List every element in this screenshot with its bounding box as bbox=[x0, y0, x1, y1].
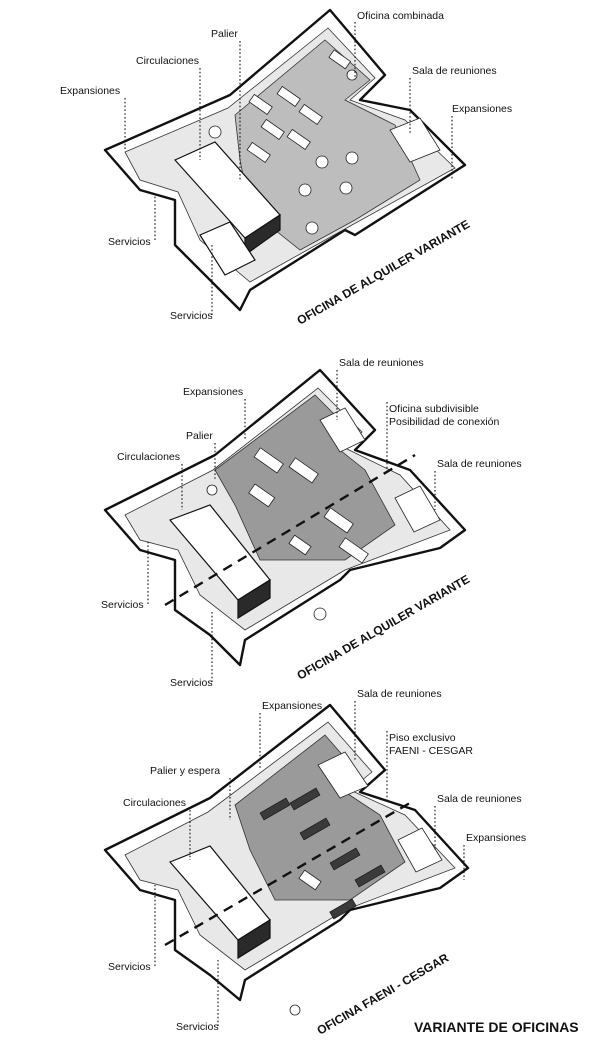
plan-3-core-side bbox=[237, 918, 271, 960]
plan-2-cut-line bbox=[164, 453, 416, 607]
plan-3: Sala de reuniones Expansiones Piso exclu… bbox=[103, 688, 526, 1038]
plan-3-meeting-room-right bbox=[397, 827, 443, 873]
plan-2-label-sala-reuniones-right: Sala de reuniones bbox=[437, 458, 522, 470]
plan-1-label-expansiones-right: Expansiones bbox=[452, 103, 512, 115]
plan-2-label-expansiones: Expansiones bbox=[183, 386, 243, 398]
plan-2-label-oficina-subdivisible: Oficina subdivisible bbox=[389, 403, 479, 415]
plan-2-label-servicios-1: Servicios bbox=[101, 599, 144, 611]
plan-3-label-piso-exclusivo: Piso exclusivo bbox=[389, 732, 456, 744]
plan-3-label-sala-reuniones-right: Sala de reuniones bbox=[437, 793, 522, 805]
plan-2-meeting-room-right bbox=[394, 485, 441, 533]
plan-1: Oficina combinada Palier Circulaciones E… bbox=[60, 8, 512, 328]
plan-2: Sala de reuniones Expansiones Oficina su… bbox=[101, 357, 522, 689]
plan-2-label-circulaciones: Circulaciones bbox=[117, 451, 180, 463]
plan-1-label-servicios-1: Servicios bbox=[108, 236, 151, 248]
plan-1-desks bbox=[246, 49, 352, 163]
plan-3-label-servicios-1: Servicios bbox=[108, 961, 151, 973]
plan-1-label-sala-reuniones: Sala de reuniones bbox=[412, 65, 497, 77]
plan-3-label-palier-espera: Palier y espera bbox=[150, 765, 220, 777]
plan-3-meeting-room-top bbox=[317, 751, 369, 799]
plan-3-cut-line bbox=[164, 798, 416, 947]
plan-2-label-posibilidad-conexion: Posibilidad de conexión bbox=[389, 416, 499, 428]
plan-1-round-tables bbox=[208, 69, 359, 235]
plan-3-label-servicios-2: Servicios bbox=[176, 1021, 219, 1033]
plan-1-meeting-room bbox=[389, 117, 441, 163]
plan-2-desks bbox=[206, 447, 369, 621]
plan-3-label-expansiones-right: Expansiones bbox=[466, 832, 526, 844]
plan-3-label-circulaciones: Circulaciones bbox=[123, 797, 186, 809]
plan-1-service-block bbox=[199, 221, 256, 276]
plan-1-label-oficina-combinada: Oficina combinada bbox=[357, 10, 444, 22]
plan-2-label-servicios-2: Servicios bbox=[170, 677, 213, 689]
plan-1-label-expansiones-left: Expansiones bbox=[60, 85, 120, 97]
plan-1-label-circulaciones: Circulaciones bbox=[136, 55, 199, 67]
plan-3-label-expansiones-top: Expansiones bbox=[262, 700, 322, 712]
plan-1-label-palier: Palier bbox=[211, 28, 238, 40]
plan-2-label-sala-reuniones-top: Sala de reuniones bbox=[339, 357, 424, 369]
plan-3-workstations bbox=[259, 787, 386, 1016]
plan-3-label-sala-reuniones-top: Sala de reuniones bbox=[357, 688, 442, 700]
plan-2-label-palier: Palier bbox=[186, 430, 213, 442]
plan-3-label-faeni-cesgar: FAENI - CESGAR bbox=[389, 745, 473, 757]
plan-1-label-servicios-2: Servicios bbox=[170, 310, 213, 322]
plan-2-core-side bbox=[237, 578, 271, 620]
page-title: VARIANTE DE OFICINAS bbox=[414, 1019, 579, 1035]
